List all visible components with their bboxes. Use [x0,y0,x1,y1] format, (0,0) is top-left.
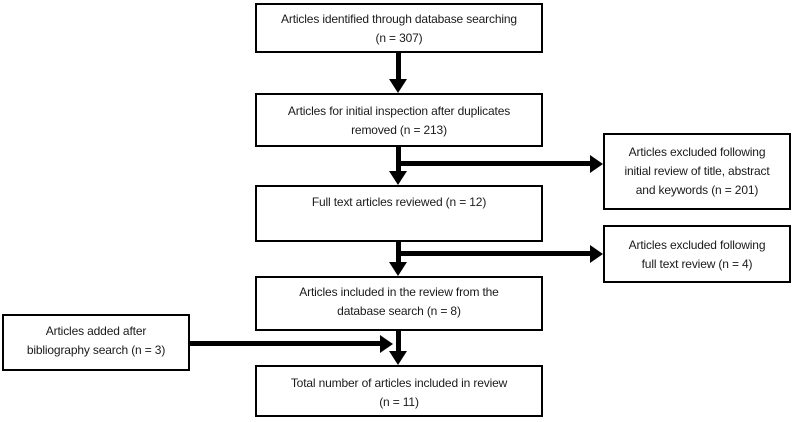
box-bibliography-added: Articles added after bibliography search… [2,314,190,371]
box-excluded-initial-review: Articles excluded following initial revi… [603,133,791,210]
box-text-line: Articles for initial inspection after du… [287,104,511,118]
box-included-from-database: Articles included in the review from the… [255,276,543,331]
arrowhead-down-icon [389,262,407,276]
box-text-line: initial review of title, abstract [624,164,770,178]
box-text-line: Articles excluded following [628,238,766,252]
box-text-line: removed (n = 213) [351,123,447,137]
box-text-line: and keywords (n = 201) [635,183,759,197]
box-text-line: Articles added after [45,324,147,338]
box-text-line: Articles identified through database sea… [281,12,517,26]
box-full-text-reviewed: Full text articles reviewed (n = 12) [255,185,543,242]
arrowhead-down-icon [389,79,407,93]
arrowhead-right-icon [380,335,393,353]
arrowhead-down-icon [389,171,407,185]
box-text-line: Articles excluded following [628,145,766,159]
box-text-line: (n = 11) [379,395,419,409]
box-text-line: full text review (n = 4) [641,257,753,271]
arrow-bibliography-to-total [190,341,380,346]
box-text-line: Articles included in the review from the [299,285,499,299]
box-text-line: bibliography search (n = 3) [26,343,166,357]
box-excluded-full-text: Articles excluded following full text re… [603,225,791,283]
arrow-initial-to-fulltext [395,147,401,172]
box-text-line: Full text articles reviewed (n = 12) [311,195,487,209]
box-text-line: database search (n = 8) [337,304,461,318]
arrow-included-to-total [395,331,401,352]
box-total-included: Total number of articles included in rev… [255,365,543,417]
arrow-branch-to-excluded-initial [398,161,590,166]
arrowhead-right-icon [590,155,603,173]
arrow-branch-to-excluded-fulltext [398,251,590,256]
box-text-line: (n = 307) [375,31,423,45]
arrowhead-right-icon [590,245,603,263]
box-articles-identified: Articles identified through database sea… [255,3,543,53]
arrowhead-down-icon [389,351,407,365]
arrow-identified-to-initial [395,53,401,79]
box-text-line: Total number of articles included in rev… [290,376,508,390]
box-initial-inspection: Articles for initial inspection after du… [255,93,543,147]
